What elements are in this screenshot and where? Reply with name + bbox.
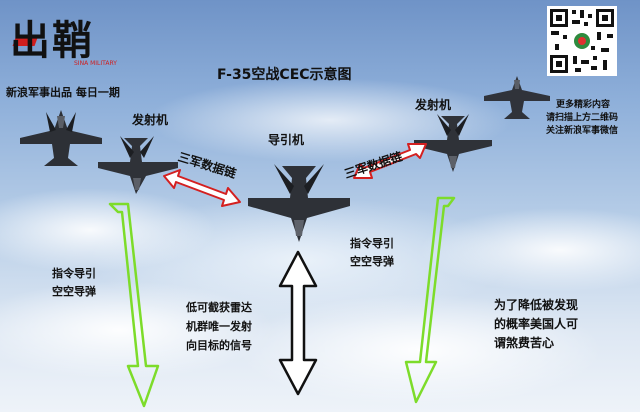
missile-arrow-right: [404, 196, 456, 404]
note-line-1: 为了降低被发现: [494, 298, 579, 312]
f35-jet-launcher-right: [414, 114, 492, 172]
label-guide-jet: 导引机: [268, 133, 305, 147]
f35-jet-far-left: [20, 110, 102, 166]
datalink-arrow-left: [163, 169, 241, 207]
label-launcher-right: 发射机: [415, 98, 452, 112]
missile-arrow-left: [108, 202, 160, 408]
brand-logo: 出鞘: [10, 17, 94, 64]
label-cmd-right-line-2: 空空导弹: [350, 255, 394, 268]
f35-jet-launcher-left: [98, 136, 178, 194]
f35-jet-guide: [248, 164, 350, 242]
label-radar-line-1: 低可截获雷达: [186, 301, 252, 314]
brand-tagline: 新浪军事出品 每日一期: [6, 86, 120, 99]
note-line-3: 谓煞费苦心: [494, 336, 555, 350]
qr-code: [547, 6, 617, 76]
label-radar-line-2: 机群唯一发射: [186, 320, 252, 333]
brand-logo-sub: SINA MILITARY: [74, 60, 117, 67]
label-cmd-right-line-1: 指令导引: [350, 237, 394, 250]
qr-caption-line-2: 请扫描上方二维码: [546, 113, 619, 123]
f35-jet-far-right: [484, 76, 550, 119]
label-cmd-left-line-1: 指令导引: [52, 267, 96, 280]
label-launcher-left: 发射机: [132, 113, 169, 127]
datalink-arrow-right: [353, 143, 427, 179]
qr-caption-line-3: 关注新浪军事微信: [546, 126, 619, 136]
diagram-title: F-35空战CEC示意图: [217, 67, 352, 83]
qr-caption-line-1: 更多精彩内容: [556, 100, 611, 110]
radar-signal-arrow: [278, 250, 318, 396]
label-cmd-left-line-2: 空空导弹: [52, 285, 96, 298]
label-radar-line-3: 向目标的信号: [186, 339, 252, 352]
note-line-2: 的概率美国人可: [494, 317, 579, 331]
